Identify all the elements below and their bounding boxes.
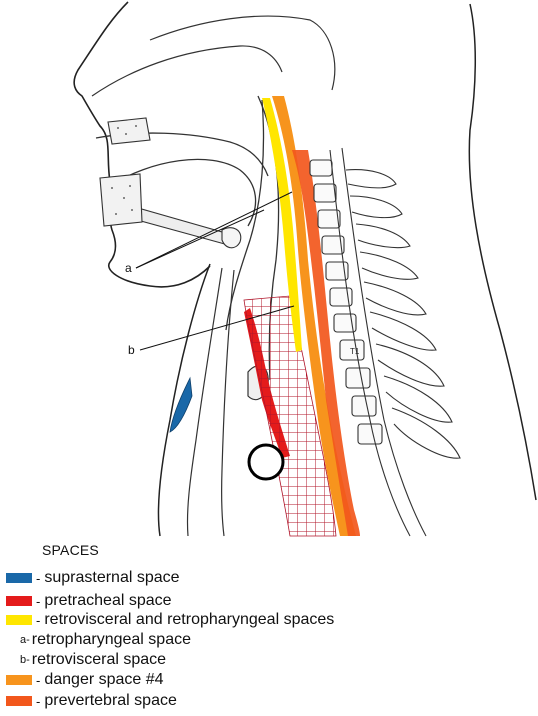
retrovisceral-retropharyngeal-region [262, 98, 302, 352]
spinal-canal-anterior [329, 149, 411, 537]
legend-subitem-retropharyngeal: a- retropharyngeal space [6, 630, 191, 650]
epiglottis [221, 227, 242, 249]
legend-label: retrovisceral and retropharyngeal spaces [44, 611, 335, 628]
posterior-neck-skin [468, 3, 537, 501]
legend-label: retropharyngeal space [31, 631, 191, 648]
legend-dash: - [36, 672, 41, 688]
legend-sub-marker: a- [20, 634, 30, 646]
legend-label: retrovisceral space [31, 651, 167, 668]
legend-title: SPACES [42, 542, 99, 558]
legend-item-danger-space: - danger space #4 [6, 670, 164, 690]
cervical-spine [309, 159, 383, 445]
tongue-outline [109, 158, 257, 227]
legend-subitem-retrovisceral: b- retrovisceral space [6, 650, 166, 670]
legend-dash: - [36, 570, 41, 586]
skull-base-outline [149, 15, 336, 91]
callout-a-label: a [125, 261, 132, 275]
suprasternal-swatch [6, 573, 32, 583]
maxilla-bone [107, 117, 151, 145]
callout-a-line-lower [135, 209, 265, 269]
callout-b-label: b [128, 343, 135, 357]
anterior-neck-skin [157, 263, 211, 537]
legend-sub-marker: b- [20, 654, 30, 666]
bone-speckle [111, 125, 137, 215]
prevertebral-swatch [6, 696, 32, 706]
callout-b-line [139, 305, 295, 351]
legend-label: suprasternal space [44, 569, 180, 586]
legend-label: pretracheal space [44, 592, 172, 609]
legend-dash: - [36, 693, 41, 709]
vertebra-label: T1 [350, 347, 360, 356]
retrovisceral-swatch [6, 615, 32, 625]
neck-fascial-spaces-illustration: T1 [73, 1, 537, 537]
nasal-cavity-outline [91, 45, 283, 97]
spinous-processes [345, 169, 461, 459]
legend-label: prevertebral space [44, 692, 177, 709]
visceral-hatched-region [243, 295, 337, 537]
pretracheal-swatch [6, 596, 32, 606]
legend-label: danger space #4 [44, 671, 164, 688]
suprasternal-space-region [169, 376, 193, 433]
circle-marker [247, 443, 285, 481]
spinal-canal-posterior [341, 147, 427, 537]
danger-space-swatch [6, 675, 32, 685]
legend-item-retrovisceral-retropharyngeal: - retrovisceral and retropharyngeal spac… [6, 610, 334, 630]
legend-item-pretracheal: - pretracheal space [6, 591, 172, 611]
mandible-bone [99, 173, 143, 227]
callout-a-line-upper [135, 191, 293, 269]
danger-space-region [272, 96, 356, 536]
trachea-posterior [221, 269, 235, 537]
legend-dash: - [36, 593, 41, 609]
legend-item-prevertebral: - prevertebral space [6, 691, 177, 711]
trachea-anterior [186, 267, 223, 537]
legend-dash: - [36, 612, 41, 628]
legend-item-suprasternal: - suprasternal space [6, 568, 180, 588]
prevertebral-space-region [292, 150, 360, 536]
